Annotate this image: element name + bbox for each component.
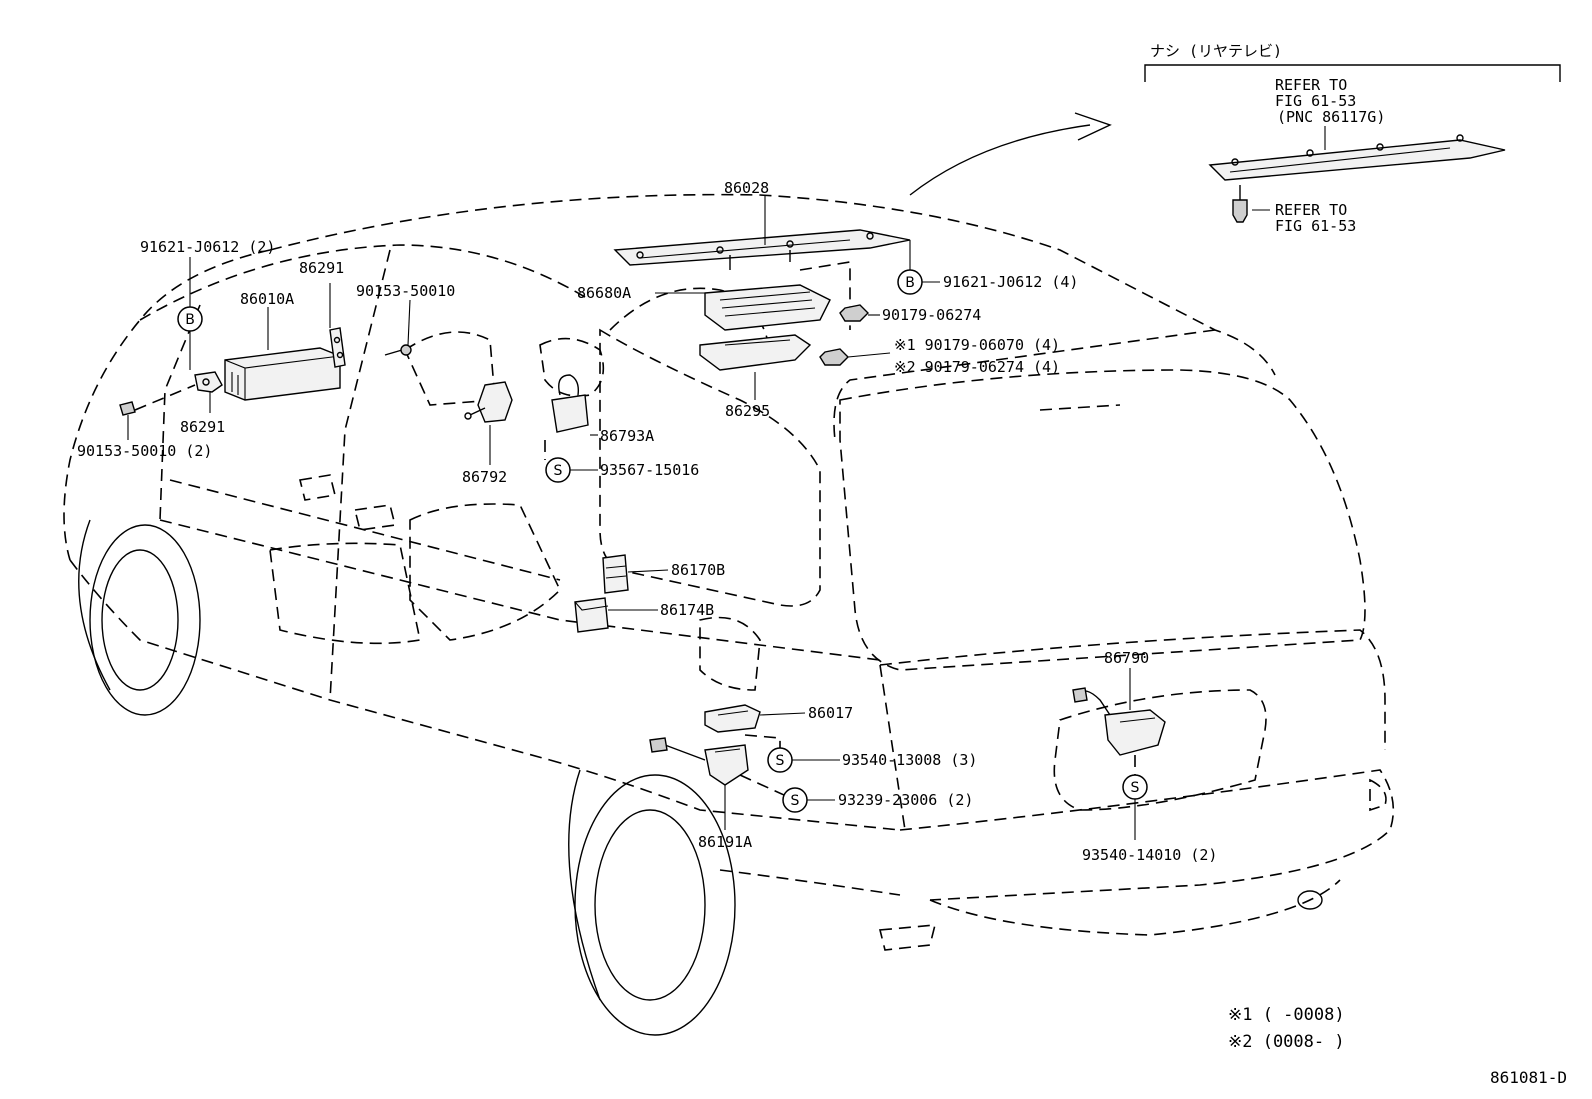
- label-86291-bottom: 86291: [180, 418, 225, 436]
- bracket-title: ナシ (リヤテレビ): [1150, 42, 1282, 60]
- antenna-amp-86017: [704, 704, 761, 733]
- label-86191a: 86191A: [698, 833, 752, 851]
- screw-90153-50010: [384, 344, 412, 356]
- screw-s-symbol-93239-23006: S: [782, 787, 808, 813]
- label-90153-50010-2: 90153-50010 (2): [77, 442, 212, 460]
- control-unit-86010a: [224, 347, 341, 401]
- label-86010a: 86010A: [240, 290, 294, 308]
- label-86028: 86028: [724, 179, 769, 197]
- label-91621-j0612-2: 91621-J0612 (2): [140, 238, 275, 256]
- inset-antenna-part: [1208, 134, 1506, 223]
- screw-s-symbol-93540-13008: S: [767, 747, 793, 773]
- jack-86174b: [574, 597, 609, 633]
- monitor-bracket-part: [699, 334, 812, 371]
- bolt-b-symbol-left: B: [177, 306, 203, 332]
- label-90179-06274-4: ※2 90179-06274 (4): [894, 358, 1060, 376]
- label-90179-06070-4: ※1 90179-06070 (4): [894, 336, 1060, 354]
- label-86793a: 86793A: [600, 427, 654, 445]
- label-93239-23006: 93239-23006 (2): [838, 791, 973, 809]
- sensor-86792: [464, 381, 513, 423]
- svg-text:S: S: [554, 463, 563, 479]
- vehicle-outline: [63, 193, 1395, 951]
- camera-86790: [1072, 687, 1166, 756]
- svg-text:S: S: [776, 753, 785, 769]
- svg-text:B: B: [185, 312, 195, 328]
- switch-86170b: [602, 554, 629, 594]
- front-wheel: [78, 519, 201, 716]
- roof-antenna-part: [613, 229, 911, 270]
- label-93540-14010: 93540-14010 (2): [1082, 846, 1217, 864]
- bracket-86291-bottom: [194, 371, 223, 393]
- nut-90179-06070: [819, 348, 849, 366]
- label-86295: 86295: [725, 402, 770, 420]
- label-86790: 86790: [1104, 649, 1149, 667]
- figure-code: 861081-D: [1490, 1068, 1567, 1087]
- screw-s-symbol-93540-14010: S: [1122, 774, 1148, 800]
- label-91621-j0612-4: 91621-J0612 (4): [943, 273, 1078, 291]
- refer-lower-line2: FIG 61-53: [1275, 217, 1356, 235]
- module-86191a: [649, 737, 749, 786]
- refer-lower-line1: REFER TO: [1275, 201, 1347, 219]
- label-86017: 86017: [808, 704, 853, 722]
- label-90179-06274: 90179-06274: [882, 306, 981, 324]
- label-86291-top: 86291: [299, 259, 344, 277]
- rear-monitor-part: [704, 284, 831, 331]
- label-86174b: 86174B: [660, 601, 714, 619]
- bracket-86291-top: [329, 327, 346, 368]
- label-86680a: 86680A: [577, 284, 631, 302]
- part-86793a: [551, 374, 589, 433]
- label-86792: 86792: [462, 468, 507, 486]
- screw-s-symbol-93567: S: [545, 457, 571, 483]
- screw-90153-50010-2: [119, 384, 196, 416]
- refer-upper-line2: FIG 61-53: [1275, 92, 1356, 110]
- refer-upper-line3: (PNC 86117G): [1277, 108, 1385, 126]
- rear-wheel: [568, 769, 736, 1036]
- svg-text:S: S: [1131, 780, 1140, 796]
- bolt-b-symbol-right: B: [897, 269, 923, 295]
- label-90153-50010: 90153-50010: [356, 282, 455, 300]
- footnote-1: ※1 ( -0008): [1228, 1005, 1345, 1025]
- inset-arrow: [909, 112, 1112, 196]
- exhaust-pipe: [1297, 890, 1323, 910]
- nut-90179-06274: [839, 304, 869, 322]
- refer-upper-line1: REFER TO: [1275, 76, 1347, 94]
- svg-text:B: B: [905, 275, 915, 291]
- label-93567-15016: 93567-15016: [600, 461, 699, 479]
- footnote-2: ※2 (0008- ): [1228, 1032, 1345, 1052]
- label-93540-13008: 93540-13008 (3): [842, 751, 977, 769]
- label-86170b: 86170B: [671, 561, 725, 579]
- svg-text:S: S: [791, 793, 800, 809]
- inset-bracket: [1144, 64, 1561, 82]
